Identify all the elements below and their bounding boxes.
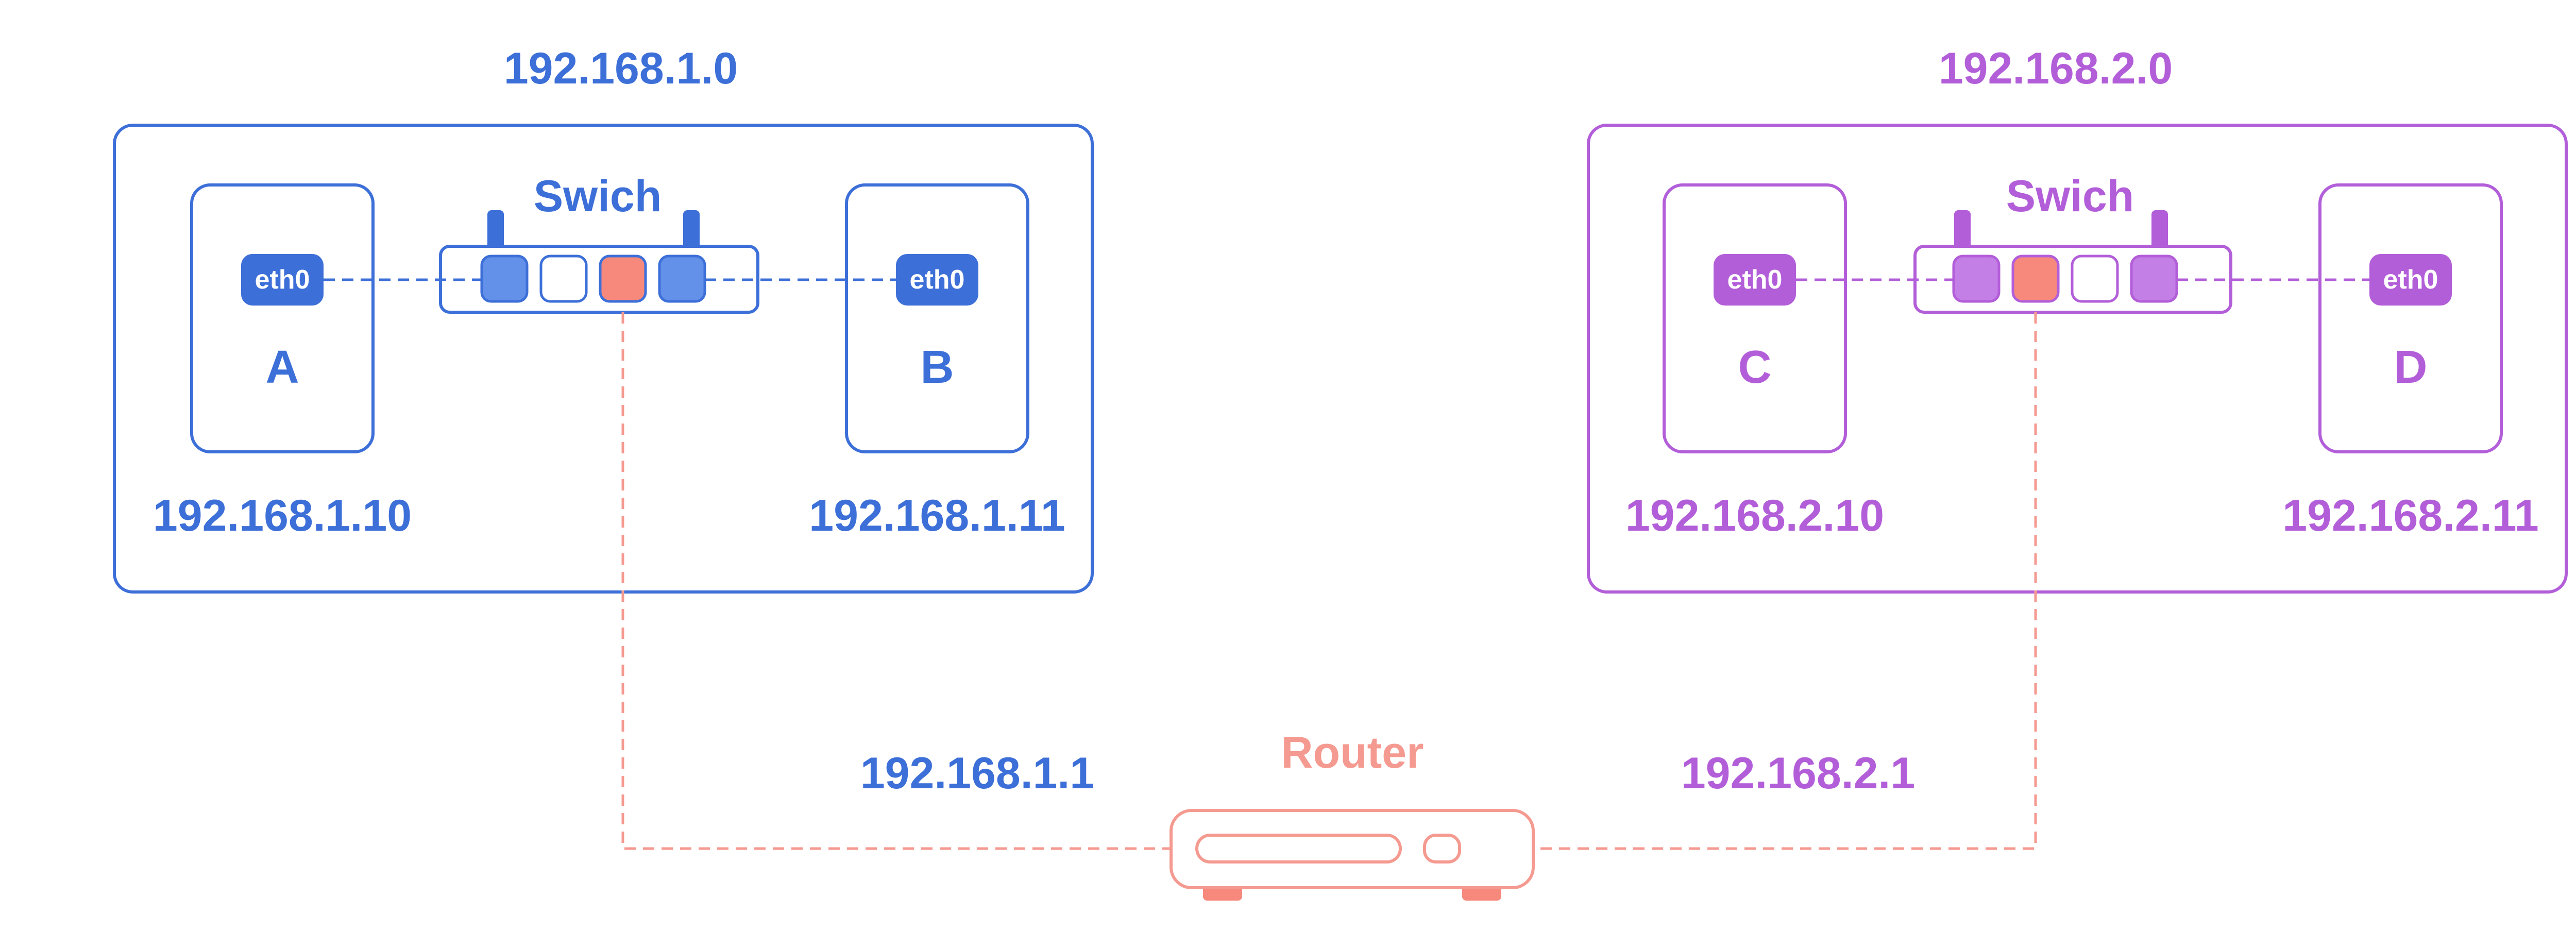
switch-2-port-1 [1952, 255, 2001, 303]
switch-1-antenna-right [683, 210, 700, 251]
network-2-boundary [1587, 124, 2568, 594]
host-a-name: A [266, 342, 299, 393]
switch-2: Swich [1913, 172, 2232, 314]
host-a-ip: 192.168.1.10 [153, 491, 412, 540]
network-2-address: 192.168.2.0 [1939, 44, 2173, 93]
host-b-box [845, 183, 1029, 453]
host-b-iface-badge [896, 254, 978, 306]
switch-2-label: Swich [2006, 172, 2134, 221]
host-c-name: C [1738, 342, 1772, 393]
host-d-iface-label: eth0 [2383, 265, 2438, 295]
network-1-address: 192.168.1.0 [504, 44, 738, 93]
switch-2-port-2 [2011, 255, 2060, 303]
switch-1-port-2 [539, 255, 588, 303]
switch-1: Swich [439, 172, 759, 314]
host-b-iface-label: eth0 [910, 265, 965, 295]
host-c-iface-label: eth0 [1727, 265, 1783, 295]
network-1-boundary [113, 124, 1094, 594]
host-a-iface-badge [241, 254, 324, 306]
host-c-box [1663, 183, 1847, 453]
switch-1-port-4 [658, 255, 706, 303]
host-c-ip: 192.168.2.10 [1625, 491, 1884, 540]
network-1: 192.168.1.0 eth0 A 192.168.1.10 eth0 B 1… [113, 44, 1094, 594]
switch-1-port-3 [599, 255, 647, 303]
host-b-ip: 192.168.1.11 [809, 491, 1065, 540]
switch-1-port-1 [480, 255, 529, 303]
router-slot [1195, 834, 1402, 864]
router-ip-net-2: 192.168.2.1 [1681, 749, 1915, 798]
host-b: eth0 B [845, 183, 1029, 453]
router-body [1170, 809, 1535, 889]
router-label: Router [1281, 728, 1423, 777]
host-d-ip: 192.168.2.11 [2282, 491, 2538, 540]
network-2: 192.168.2.0 eth0 C 192.168.2.10 eth0 D 1… [1587, 44, 2568, 594]
router-ip-net-1: 192.168.1.1 [860, 749, 1094, 798]
router: Router [1170, 728, 1535, 901]
host-d: eth0 D [2318, 183, 2503, 453]
switch-1-antenna-left [487, 210, 504, 251]
host-a-box [190, 183, 375, 453]
host-a: eth0 A [190, 183, 375, 453]
switch-2-antenna-left [1954, 210, 1971, 251]
switch-2-port-4 [2130, 255, 2178, 303]
host-d-name: D [2394, 342, 2428, 393]
switch-2-antenna-right [2151, 210, 2168, 251]
host-a-iface-label: eth0 [255, 265, 310, 295]
host-d-iface-badge [2369, 254, 2452, 306]
router-indicator [1423, 834, 1461, 864]
host-c: eth0 C [1663, 183, 1847, 453]
host-d-box [2318, 183, 2503, 453]
host-b-name: B [921, 342, 954, 393]
switch-2-port-3 [2071, 255, 2119, 303]
switch-1-label: Swich [534, 172, 662, 221]
host-c-iface-badge [1714, 254, 1796, 306]
